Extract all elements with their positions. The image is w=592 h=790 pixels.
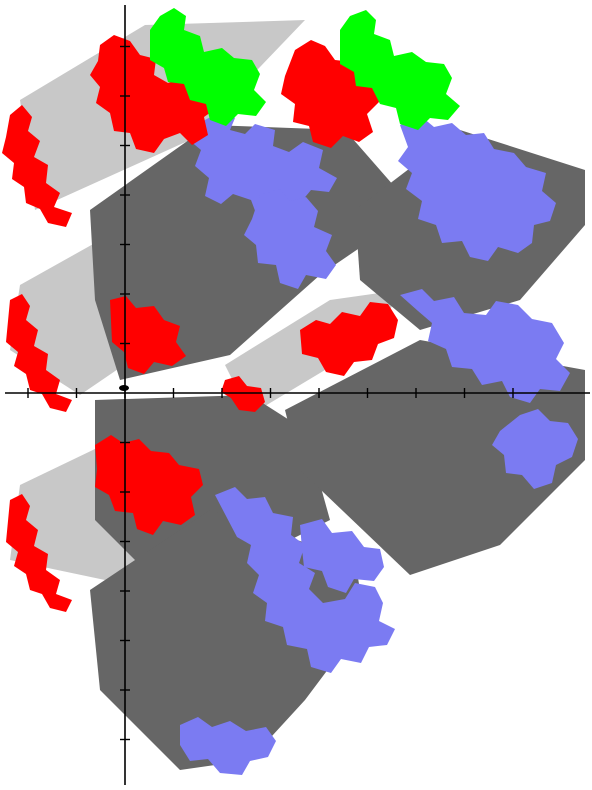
red-fractal-patch bbox=[281, 40, 379, 148]
origin-marker bbox=[119, 385, 129, 391]
blue-fractal-patch bbox=[400, 289, 570, 403]
blue-fractal-patch bbox=[492, 409, 578, 489]
red-fractal-patch bbox=[2, 105, 72, 227]
coordinate-axes bbox=[5, 5, 590, 785]
red-fractal-patch bbox=[300, 302, 398, 376]
blue-fractal-patch bbox=[180, 717, 276, 775]
red-fractal-patch bbox=[95, 435, 203, 535]
red-fractal-group bbox=[2, 35, 398, 612]
dark-gray-region-group bbox=[90, 125, 585, 770]
red-fractal-patch bbox=[6, 294, 72, 412]
blue-fractal-patch bbox=[244, 189, 336, 289]
blue-fractal-patch bbox=[215, 487, 395, 673]
green-fractal-group bbox=[150, 8, 460, 130]
red-fractal-patch bbox=[221, 376, 265, 412]
red-fractal-patch bbox=[110, 296, 186, 374]
blue-fractal-group bbox=[180, 110, 578, 775]
red-fractal-patch bbox=[6, 494, 72, 612]
blue-fractal-patch bbox=[398, 117, 556, 261]
x-axis-ticks bbox=[27, 388, 514, 398]
y-axis-ticks bbox=[120, 45, 130, 741]
green-fractal-patch bbox=[150, 8, 266, 126]
green-fractal-patch bbox=[340, 10, 460, 130]
blue-fractal-patch bbox=[300, 519, 384, 593]
dark-gray-region bbox=[90, 125, 415, 380]
red-fractal-patch bbox=[90, 35, 220, 153]
dark-gray-region bbox=[285, 340, 585, 575]
